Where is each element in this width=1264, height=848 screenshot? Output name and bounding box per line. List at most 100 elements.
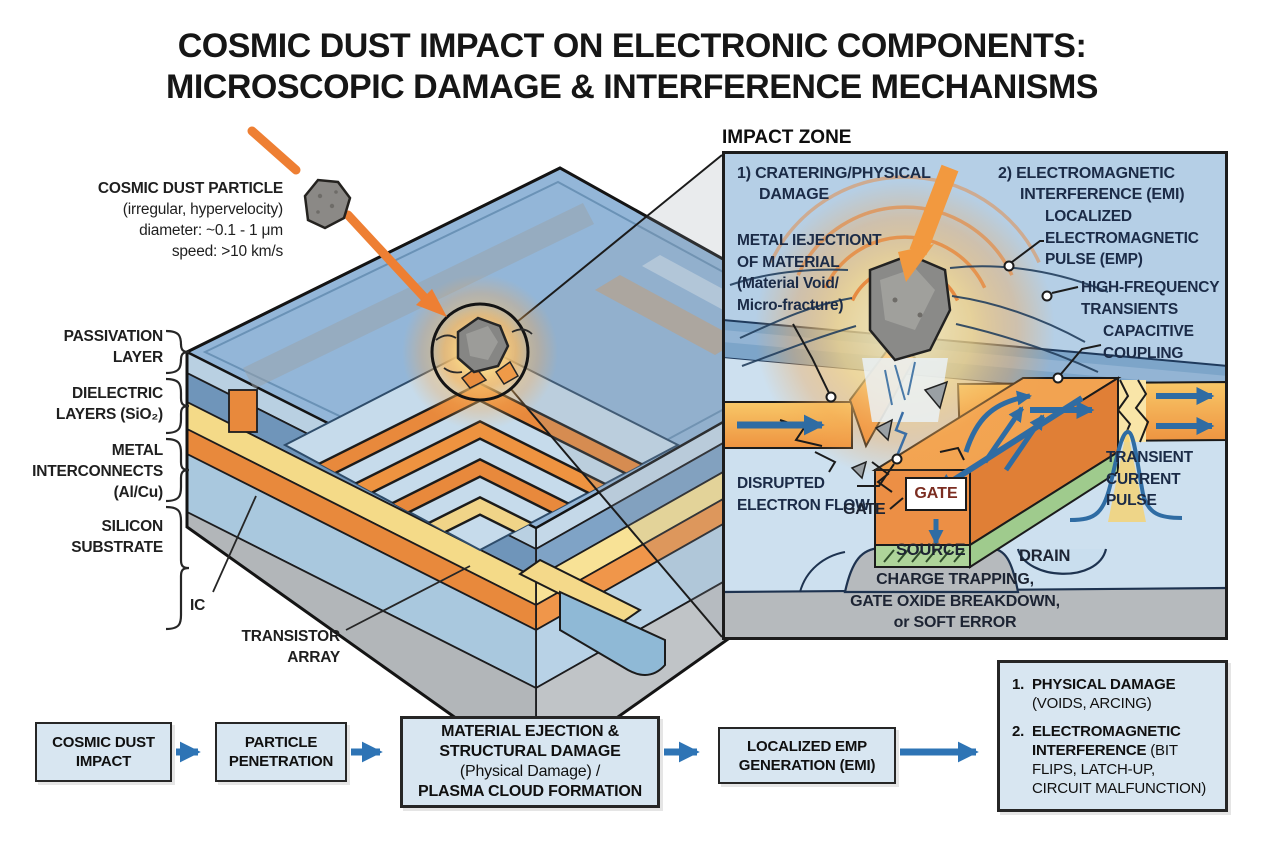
label-line: ARRAY [287, 649, 340, 666]
flow-line: MATERIAL EJECTION & [441, 723, 619, 740]
label-line: OF MATERIAL [737, 253, 840, 271]
gate-box: GATE [905, 477, 967, 511]
label-line: ELECTRON FLOW [737, 496, 870, 514]
outcome-bold: ELECTROMAGNETIC INTERFERENCE [1032, 723, 1181, 759]
label-dielectric-layers: DIELECTRIC LAYERS (SiO₂) [23, 383, 163, 425]
dust-label-line: diameter: ~0.1 - 1 μm [139, 222, 283, 239]
section-line: 1) CRATERING/PHYSICAL [737, 165, 931, 182]
flow-line: STRUCTURAL DAMAGE [439, 743, 621, 760]
label-line: COUPLING [1103, 344, 1184, 362]
flow-step-particle-penetration: PARTICLE PENETRATION [215, 722, 347, 782]
panel-leaders [792, 240, 1102, 510]
label-transient-pulse: TRANSIENT CURRENT PULSE [1106, 447, 1193, 512]
title-line-2: MICROSCOPIC DAMAGE & INTERFERENCE MECHAN… [166, 68, 1098, 106]
flow-step-cosmic-dust-impact: COSMIC DUST IMPACT [35, 722, 172, 782]
field-lines [729, 265, 1109, 373]
dust-label-line: (irregular, hypervelocity) [122, 201, 283, 218]
flow-line: (Physical Damage) / [459, 763, 601, 780]
label-line: SILICON [101, 518, 164, 535]
label-line: DIELECTRIC [71, 385, 163, 402]
outcome-emi: 2. ELECTROMAGNETIC INTERFERENCE (BIT FLI… [1012, 722, 1217, 798]
fracture-zone [862, 358, 948, 422]
label-line: LAYERS (SiO₂) [55, 406, 163, 423]
dust-particle-icon [303, 178, 352, 230]
metal-via [228, 389, 258, 433]
label-gate-outer: GATE [843, 501, 886, 518]
label-leaders [165, 329, 471, 631]
section-cratering: 1) CRATERING/PHYSICAL DAMAGE [737, 163, 931, 205]
page-title: COSMIC DUST IMPACT ON ELECTRONIC COMPONE… [0, 26, 1264, 108]
label-metal-ejection: METAL IEJECTIONT OF MATERIAL (Material V… [737, 230, 882, 316]
flow-step-material-ejection: MATERIAL EJECTION & STRUCTURAL DAMAGE (P… [400, 716, 660, 808]
section-line: INTERFERENCE (EMI) [1020, 186, 1185, 203]
label-line: HIGH-FREQUENCY [1081, 279, 1220, 296]
label-line: GATE OXIDE BREAKDOWN, [850, 592, 1060, 610]
debris [850, 380, 949, 480]
label-line: (Al/Cu) [113, 484, 164, 501]
label-drain: DRAIN [1019, 547, 1071, 565]
label-line: INTERCONNECTS [32, 463, 163, 480]
outcome-number: 1. [1012, 676, 1025, 693]
dust-entry [247, 126, 447, 317]
dust-label-line: speed: >10 km/s [171, 243, 283, 260]
flow-line: PARTICLE [244, 734, 318, 751]
outcome-text: ELECTROMAGNETIC INTERFERENCE (BIT FLIPS,… [1032, 722, 1217, 798]
label-emp: LOCALIZED ELECTROMAGNETIC PULSE (EMP) [1045, 206, 1199, 271]
outcome-bold: PHYSICAL DAMAGE [1032, 676, 1176, 693]
label-ic: IC [190, 597, 206, 614]
label-line: or SOFT ERROR [893, 614, 1017, 631]
label-cosmic-dust-particle: COSMIC DUST PARTICLE (irregular, hyperve… [60, 178, 283, 262]
flow-step-emp-generation: LOCALIZED EMP GENERATION (EMI) [718, 727, 896, 784]
label-line: CHARGE TRAPPING, [876, 571, 1034, 588]
arc-discharge-icon [894, 411, 908, 457]
label-high-frequency: HIGH-FREQUENCY TRANSIENTS [1081, 277, 1220, 320]
flow-line: COSMIC DUST [52, 734, 155, 751]
zoom-cone [510, 154, 723, 638]
label-line: LOCALIZED [1045, 208, 1132, 225]
transistor-bump [559, 590, 666, 676]
label-silicon-substrate: SILICON SUBSTRATE [23, 516, 163, 558]
panel-impact-arrow [898, 164, 959, 282]
oxide-hatch [883, 549, 965, 563]
label-capacitive-coupling: CAPACITIVE COUPLING [1103, 321, 1194, 364]
label-source: SOURCE [896, 541, 966, 559]
label-line: Micro-fracture) [737, 296, 844, 314]
label-passivation-layer: PASSIVATION LAYER [23, 326, 164, 368]
label-line: TRANSIENT [1106, 449, 1193, 466]
label-line: PASSIVATION [63, 328, 164, 345]
label-line: SUBSTRATE [71, 539, 163, 556]
current-arrows [737, 387, 1215, 546]
label-line: PULSE [1106, 492, 1157, 509]
outcome-text: PHYSICAL DAMAGE (VOIDS, ARCING) [1032, 675, 1217, 713]
label-line: CURRENT [1106, 470, 1181, 488]
ghost-trace [595, 275, 740, 355]
label-line: CAPACITIVE [1103, 323, 1194, 340]
flow-line: LOCALIZED EMP [747, 737, 867, 755]
section-line: DAMAGE [759, 186, 829, 203]
flow-line: PENETRATION [228, 753, 334, 770]
label-line: METAL [111, 442, 163, 459]
label-transistor-array: TRANSISTOR ARRAY [200, 626, 341, 668]
outcome-regular: (VOIDS, ARCING) [1032, 695, 1152, 712]
impact-zone-header: IMPACT ZONE [722, 127, 852, 148]
label-line: LAYER [112, 349, 163, 366]
drain-well [1016, 548, 1108, 575]
label-line: TRANSISTOR [241, 628, 341, 645]
flow-line: IMPACT [75, 753, 132, 770]
transient-pulse [1069, 428, 1183, 522]
section-line: 2) ELECTROMAGNETIC [998, 165, 1175, 182]
label-line: DISRUPTED [737, 475, 825, 492]
title-line-1: COSMIC DUST IMPACT ON ELECTRONIC COMPONE… [177, 27, 1087, 65]
panel-substrate [723, 588, 1228, 640]
label-line: PULSE (EMP) [1045, 251, 1143, 268]
outcome-regular: (BIT FLIPS, LATCH-UP, CIRCUIT MALFUNCTIO… [1032, 742, 1207, 797]
label-line: METAL IEJECTIONT [737, 232, 882, 249]
source-well-edge [799, 551, 846, 593]
outcome-number: 2. [1012, 723, 1025, 740]
label-disrupted-flow: DISRUPTED ELECTRON FLOW [737, 473, 870, 516]
label-line: (Material Void/ [737, 275, 839, 292]
section-emi: 2) ELECTROMAGNETIC INTERFERENCE (EMI) [998, 163, 1185, 205]
label-metal-interconnects: METAL INTERCONNECTS (Al/Cu) [18, 440, 163, 503]
dust-label-line: COSMIC DUST PARTICLE [97, 180, 283, 197]
